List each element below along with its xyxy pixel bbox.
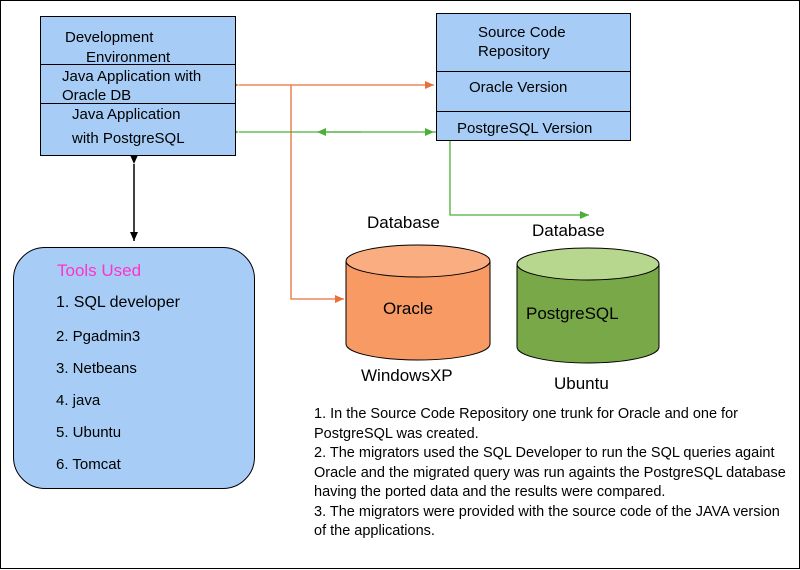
development-environment-box: Development Environment Java Application… — [40, 16, 236, 156]
java-app-oracle-line2: Oracle DB — [62, 87, 132, 104]
tools-used-panel: Tools Used 1. SQL developer 2. Pgadmin3 … — [13, 247, 255, 489]
note-item: 1. In the Source Code Repository one tru… — [314, 406, 738, 442]
migration-notes: 1. In the Source Code Repository one tru… — [314, 405, 792, 542]
source-code-repository-box: Source Code Repository Oracle Version Po… — [436, 13, 631, 141]
tool-item: 3. Netbeans — [56, 360, 137, 377]
repo-oracle-version: Oracle Version — [469, 79, 568, 96]
tool-item: 6. Tomcat — [56, 456, 121, 473]
repo-divider-1 — [437, 71, 630, 72]
java-app-oracle-line1: Java Application with — [62, 68, 202, 85]
dev-env-title-line1: Development — [65, 29, 154, 46]
postgres-cylinder — [516, 247, 660, 364]
tool-item: 1. SQL developer — [56, 294, 180, 311]
repo-title-line1: Source Code — [478, 24, 566, 41]
tools-heading: Tools Used — [57, 261, 142, 280]
oracle-db-connector — [290, 85, 344, 303]
note-item: 3. The migrators were provided with the … — [314, 503, 780, 540]
oracle-os-label: WindowsXP — [361, 366, 453, 385]
repo-divider-2 — [437, 111, 630, 112]
java-app-postgres-line1: Java Application — [72, 106, 181, 123]
dev-env-divider-1 — [41, 64, 235, 65]
postgres-database-caption: Database — [532, 221, 605, 240]
postgres-db-name: PostgreSQL — [526, 304, 619, 323]
dev-env-title-line2: Environment — [86, 49, 171, 66]
tool-item: 4. java — [56, 392, 101, 409]
note-item: 2. The migrators used the SQL Developer … — [314, 445, 786, 500]
tool-item: 2. Pgadmin3 — [56, 328, 141, 345]
postgres-os-label: Ubuntu — [554, 374, 609, 393]
oracle-cylinder — [345, 244, 491, 361]
tool-item: 5. Ubuntu — [56, 424, 122, 441]
repo-title-line2: Repository — [478, 43, 550, 60]
java-app-postgres-line2: with PostgreSQL — [72, 130, 185, 147]
dev-env-divider-2 — [41, 103, 235, 104]
postgres-db-connector — [434, 131, 589, 219]
oracle-database-caption: Database — [367, 213, 440, 232]
oracle-db-name: Oracle — [383, 299, 434, 318]
repo-postgres-version: PostgreSQL Version — [457, 120, 593, 137]
